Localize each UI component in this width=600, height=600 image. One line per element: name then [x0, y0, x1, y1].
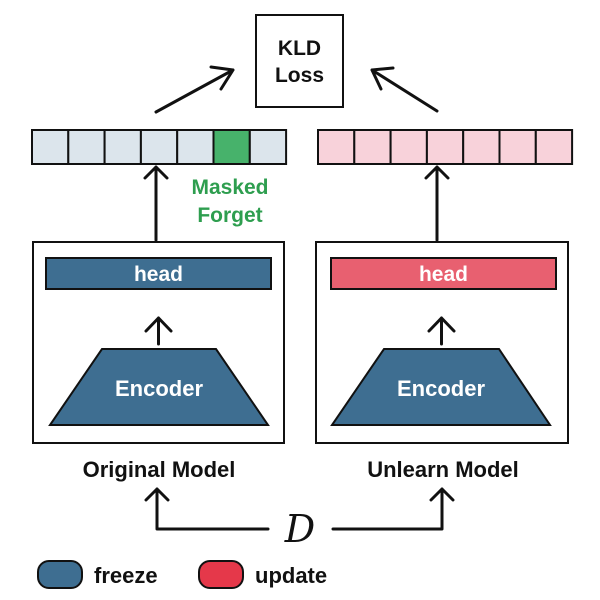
- legend-freeze-label: freeze: [94, 563, 158, 588]
- unlearn-output-cell: [425, 129, 465, 165]
- unlearn-encoder-block: [330, 348, 552, 426]
- arrow-original-to-loss: [154, 65, 235, 114]
- input-arrow-to-original: [144, 487, 270, 531]
- unlearn-output-cell: [317, 129, 356, 165]
- masked-forget-label-line1: Masked: [191, 176, 268, 199]
- unlearn-output-cell: [498, 129, 537, 165]
- original-output-cell: [139, 129, 179, 165]
- input-data-symbol: D: [284, 507, 315, 551]
- kld-loss-label-line2: Loss: [275, 64, 324, 87]
- unlearn-output-cell: [353, 129, 392, 165]
- unlearn-encoder-label: Encoder: [397, 376, 485, 401]
- original-output-cell: [248, 129, 288, 165]
- legend-freeze-swatch: [37, 560, 83, 589]
- original-head-block: [45, 257, 272, 290]
- original-encoder-block: [48, 348, 270, 426]
- unlearn-output-cell: [462, 129, 501, 165]
- kld-loss-box: [255, 14, 344, 108]
- original-model-caption: Original Model: [83, 457, 236, 482]
- unlearn-head-block: [330, 257, 557, 290]
- original-output-cell: [176, 129, 215, 165]
- original-output-cell: [67, 129, 106, 165]
- unlearn-model-caption: Unlearn Model: [367, 457, 519, 482]
- original-output-vector: [31, 129, 288, 165]
- unlearn-output-cell: [534, 129, 574, 165]
- arrow-unlearn-to-loss: [370, 66, 439, 113]
- legend-update-label: update: [255, 563, 327, 588]
- input-arrow-to-unlearn: [331, 487, 455, 531]
- legend-update-swatch: [198, 560, 244, 589]
- unlearn-output-vector: [317, 129, 574, 165]
- unlearn-output-cell: [389, 129, 428, 165]
- original-encoder-label: Encoder: [115, 376, 203, 401]
- original-head-label: head: [134, 263, 183, 286]
- original-output-cell: [31, 129, 70, 165]
- masked-forget-label-line2: Forget: [197, 204, 262, 227]
- original-encoder-to-head-arrow: [144, 316, 173, 346]
- unlearn-head-label: head: [419, 263, 468, 286]
- original-output-cell: [103, 129, 142, 165]
- unlearn-encoder-to-head-arrow: [427, 316, 456, 346]
- original-output-masked-cell: [212, 129, 251, 165]
- kld-loss-label-line1: KLD: [278, 37, 321, 60]
- arrow-unlearn-up: [424, 165, 450, 242]
- arrow-original-up: [143, 165, 169, 242]
